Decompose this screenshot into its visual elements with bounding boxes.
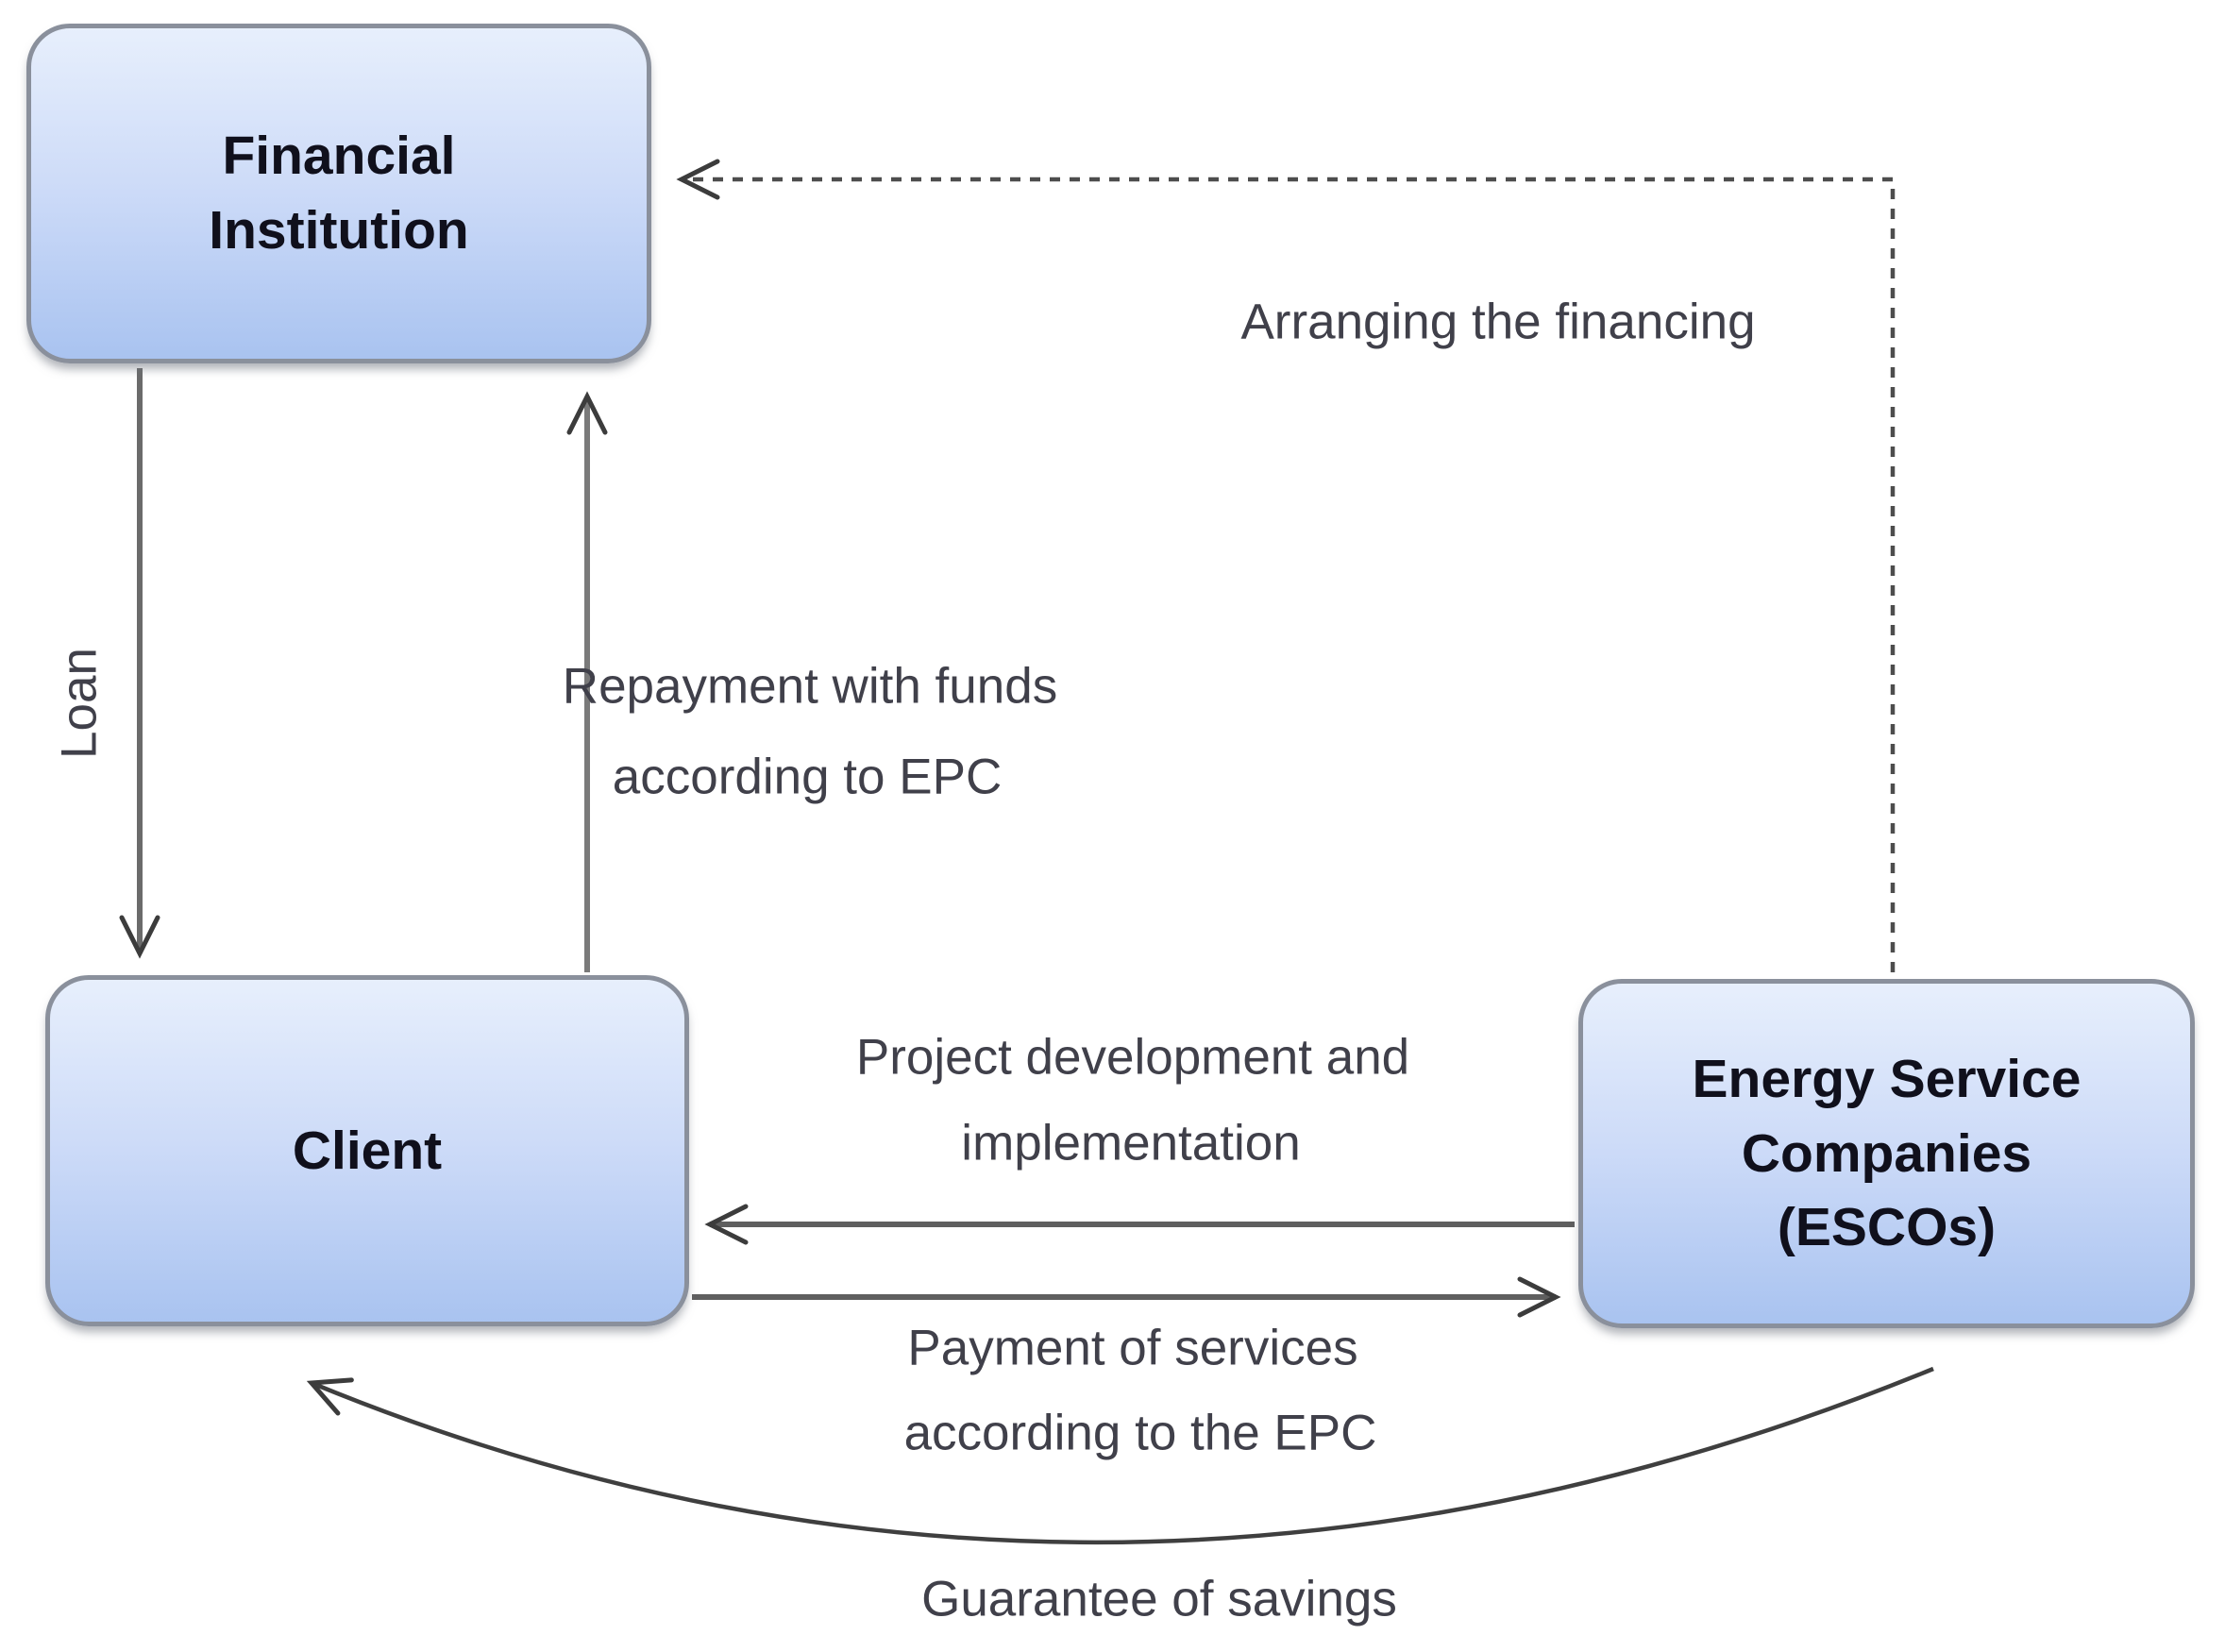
financial-institution-label: Financial Institution xyxy=(209,119,468,267)
guarantee-of-savings-arrow xyxy=(306,1366,1934,1545)
arranging-financing-arrow xyxy=(676,159,1896,972)
escos-label-line3: (ESCOs) xyxy=(1777,1197,1997,1258)
project-development-label-line2: implementation xyxy=(961,1115,1301,1172)
node-escos: Energy Service Companies (ESCOs) xyxy=(1578,979,2195,1328)
loan-label: Loan xyxy=(51,648,108,759)
financial-institution-label-line1: Financial xyxy=(222,126,456,187)
escos-label-line1: Energy Service xyxy=(1692,1049,2082,1110)
arranging-financing-label: Arranging the financing xyxy=(1240,294,1756,350)
node-client: Client xyxy=(45,975,689,1326)
financial-institution-label-line2: Institution xyxy=(209,200,469,261)
node-financial-institution: Financial Institution xyxy=(26,24,651,363)
project-development-label-line1: Project development and xyxy=(855,1029,1410,1086)
client-label: Client xyxy=(292,1120,443,1181)
escos-label-line2: Companies xyxy=(1741,1122,2032,1184)
escos-label: Energy Service Companies (ESCOs) xyxy=(1693,1042,2082,1265)
repayment-label-line1: Repayment with funds xyxy=(562,658,1058,715)
payment-of-services-label-line2: according to the EPC xyxy=(903,1405,1377,1461)
guarantee-of-savings-label: Guarantee of savings xyxy=(921,1571,1397,1627)
payment-of-services-label-line1: Payment of services xyxy=(907,1320,1358,1376)
repayment-label-line2: according to EPC xyxy=(612,749,1003,805)
